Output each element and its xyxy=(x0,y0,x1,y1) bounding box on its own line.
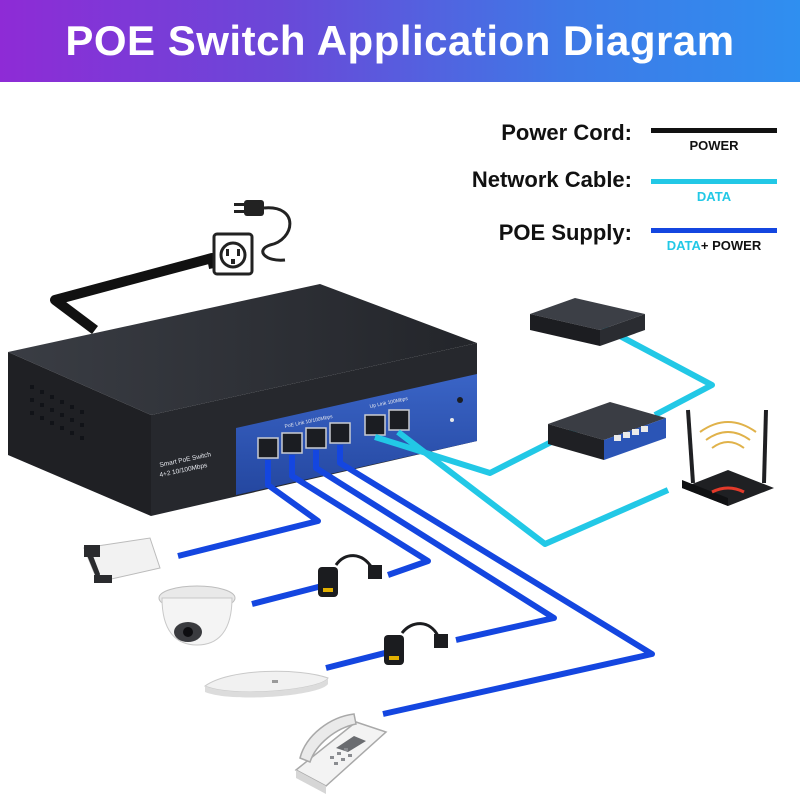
poe-splitter-icon xyxy=(384,622,448,665)
poe-cable-wireless-ap xyxy=(325,649,390,671)
wireless-ap-icon xyxy=(203,670,329,698)
legend-poe-tag: DATA+ POWER xyxy=(651,238,777,253)
poe-cables xyxy=(177,445,655,717)
power-outlet-icon xyxy=(212,232,254,276)
poe-cable-splitter-2 xyxy=(313,450,557,643)
legend-power-tag: POWER xyxy=(689,138,739,153)
title-banner xyxy=(0,0,800,82)
switch-front-panel xyxy=(236,374,477,495)
legend-poe-tag-power: + POWER xyxy=(700,238,762,253)
poe-switch: Smart PoE Switch 4+2 10/100Mbps PoE Link… xyxy=(8,284,477,516)
ip-camera-dome-icon xyxy=(158,585,236,646)
page-title: POE Switch Application Diagram xyxy=(65,17,735,64)
poe-cable-splitter-1 xyxy=(289,455,431,578)
legend-power-label: Power Cord: xyxy=(501,120,632,145)
legend-power-line xyxy=(651,128,777,133)
poe-cable-bullet-camera xyxy=(177,460,321,559)
legend-poe-line xyxy=(651,228,777,233)
legend-poe-label: POE Supply: xyxy=(498,220,632,245)
power-plug-icon xyxy=(234,200,292,262)
poe-cable-dome-camera xyxy=(251,583,323,607)
data-cable-router xyxy=(396,429,670,547)
legend-network-label: Network Cable: xyxy=(471,167,632,192)
poe-splitter-icon xyxy=(318,554,382,597)
switch-ports xyxy=(257,409,410,459)
data-cable-nvr xyxy=(601,324,715,418)
legend-network-line xyxy=(651,179,777,184)
network-switch-icon xyxy=(548,402,666,460)
wifi-router-icon xyxy=(682,409,774,506)
legend-poe-tag-data: DATA xyxy=(666,238,701,253)
nvr-icon xyxy=(530,298,645,346)
legend-network-tag: DATA xyxy=(696,189,732,204)
poe-cable-phone xyxy=(337,445,655,717)
ip-camera-bullet-icon xyxy=(83,537,161,583)
ip-phone-icon xyxy=(294,713,388,794)
